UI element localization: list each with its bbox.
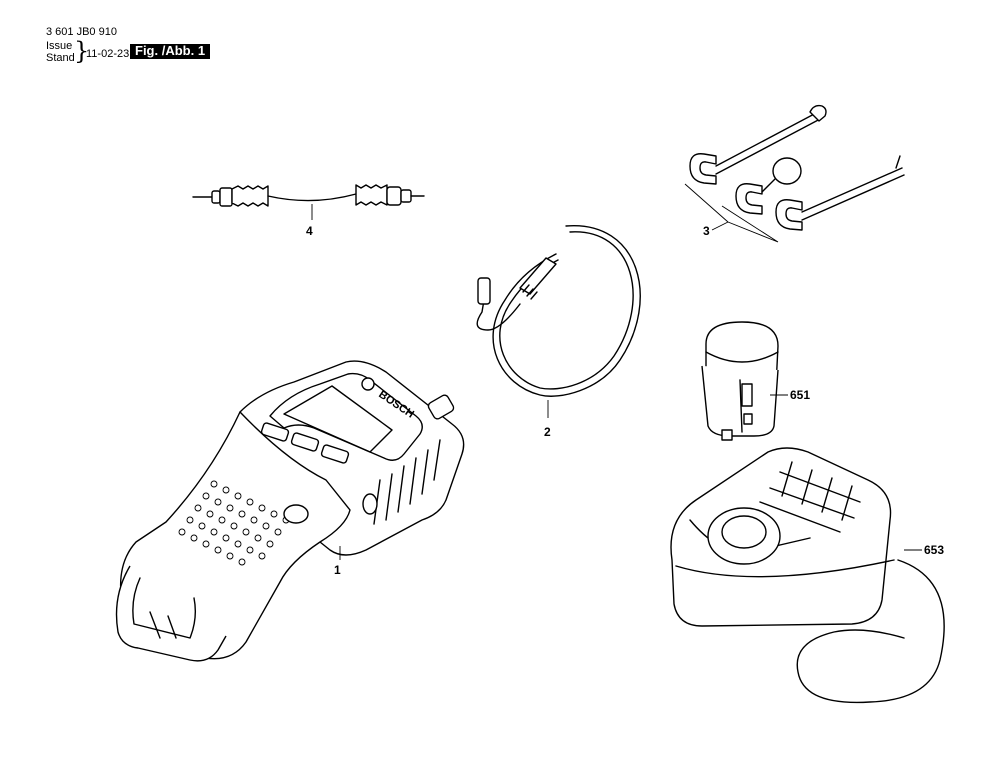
brace-glyph: }	[74, 37, 90, 65]
attachments-drawing	[684, 104, 905, 243]
callout-4: 4	[306, 224, 313, 238]
callout-1: 1	[334, 563, 341, 577]
handle-unit-drawing: BOSCH	[115, 360, 465, 662]
callout-651: 651	[790, 388, 810, 402]
callout-653: 653	[924, 543, 944, 557]
stand-label: Stand	[46, 52, 75, 64]
callout-3: 3	[703, 224, 710, 238]
issue-label: Issue	[46, 40, 73, 52]
camera-cable-drawing	[476, 225, 641, 418]
issue-date: 11-02-23	[86, 48, 130, 60]
callout-2: 2	[544, 425, 551, 439]
battery-drawing	[701, 321, 788, 441]
av-cable-drawing	[192, 184, 425, 220]
grip-texture	[178, 480, 290, 566]
charger-drawing	[670, 447, 945, 704]
figure-label: Fig. /Abb. 1	[130, 44, 211, 59]
part-number: 3 601 JB0 910	[46, 26, 117, 38]
